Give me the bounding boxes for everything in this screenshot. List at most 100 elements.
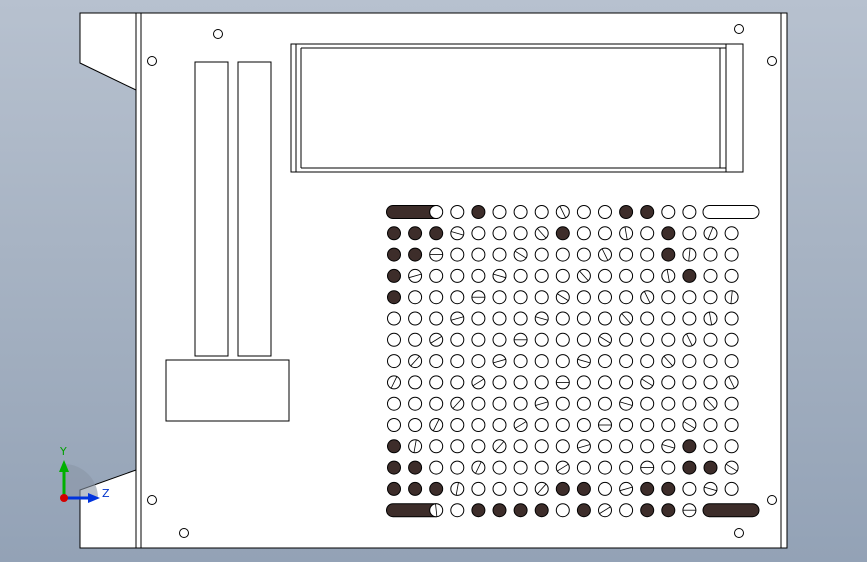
vent-hole — [703, 460, 718, 475]
vent-hole — [640, 268, 655, 283]
vent-hole — [598, 460, 612, 475]
vent-hole — [724, 439, 739, 454]
vent-hole — [682, 226, 697, 241]
vent-hole — [576, 226, 591, 241]
vent-hole-edge — [559, 205, 567, 219]
vent-hole — [555, 481, 570, 496]
vent-hole — [598, 290, 612, 305]
vent-hole — [598, 439, 612, 454]
vent-hole — [598, 205, 612, 219]
screw-hole — [147, 56, 157, 66]
screw-hole — [767, 56, 777, 66]
vent-hole-edge — [730, 290, 733, 304]
vent-hole — [619, 354, 634, 369]
vent-hole — [450, 439, 465, 454]
vent-hole — [703, 247, 718, 262]
vent-hole-edge — [599, 506, 611, 514]
slot-bracket-block — [165, 359, 290, 422]
vent-hole — [534, 205, 549, 219]
vent-hole — [408, 226, 423, 241]
vent-hole — [429, 460, 444, 475]
vent-hole — [513, 375, 528, 390]
vent-hole — [661, 418, 676, 432]
vent-hole — [492, 418, 507, 432]
vent-hole-edge — [577, 444, 591, 449]
vent-hole — [703, 418, 718, 432]
vent-hole-edge — [450, 231, 464, 236]
vent-hole — [408, 290, 423, 305]
vent-hole-edge — [450, 316, 464, 321]
vent-hole — [471, 439, 486, 454]
vent-hole — [471, 503, 486, 518]
vent-hole — [534, 439, 549, 454]
vent-hole — [429, 375, 444, 390]
vent-hole — [450, 503, 465, 518]
vent-hole — [492, 311, 507, 326]
vent-hole-edge — [435, 503, 438, 517]
vent-hole — [576, 460, 591, 475]
vent-hole-grid — [386, 205, 760, 518]
vent-hole — [555, 332, 570, 347]
vent-hole — [450, 247, 465, 262]
vent-hole-edge — [624, 226, 628, 240]
vent-hole — [408, 481, 423, 496]
vent-hole — [619, 503, 634, 518]
vent-hole — [471, 268, 486, 283]
vent-hole-edge — [707, 227, 714, 240]
vent-hole — [387, 460, 401, 475]
vent-hole — [387, 439, 401, 454]
vent-hole — [387, 290, 401, 305]
screw-hole — [734, 528, 744, 538]
expansion-slot-1 — [194, 61, 229, 357]
vent-hole — [682, 460, 697, 475]
vent-hole — [703, 332, 718, 347]
vent-hole — [492, 247, 507, 262]
vent-hole — [703, 268, 718, 283]
vent-hole-edge — [390, 376, 398, 389]
vent-hole — [471, 311, 486, 326]
vent-hole — [387, 247, 401, 262]
vent-hole — [555, 268, 570, 283]
vent-hole — [598, 375, 612, 390]
vent-hole — [576, 290, 591, 305]
vent-hole — [640, 311, 655, 326]
vent-hole-edge — [537, 483, 547, 494]
vent-hole — [534, 332, 549, 347]
vent-hole — [703, 354, 718, 369]
vent-hole — [661, 311, 676, 326]
vent-hole — [640, 332, 655, 347]
vent-hole — [387, 311, 401, 326]
vent-hole-edge — [601, 248, 609, 261]
vent-hole — [450, 290, 465, 305]
vent-hole — [408, 396, 423, 411]
vent-hole — [513, 460, 528, 475]
vent-hole-edge — [430, 336, 442, 344]
vent-hole — [387, 332, 401, 347]
vent-hole — [387, 268, 401, 283]
vent-hole — [513, 205, 528, 219]
vent-hole — [576, 205, 591, 219]
screw-hole — [213, 29, 223, 39]
vent-hole-edge — [455, 482, 459, 496]
vent-hole-edge — [413, 439, 417, 453]
vent-hole — [450, 375, 465, 390]
vent-hole — [387, 396, 401, 411]
expansion-slot-2 — [237, 61, 272, 357]
vent-hole-edge — [688, 248, 691, 262]
vent-hole — [703, 290, 718, 305]
vent-hole — [408, 460, 423, 475]
vent-hole — [450, 354, 465, 369]
vent-hole — [682, 290, 697, 305]
vent-hole — [682, 396, 697, 411]
vent-hole — [534, 290, 549, 305]
vent-hole — [534, 418, 549, 432]
vent-hole — [555, 247, 570, 262]
vent-hole — [492, 481, 507, 496]
vent-hole — [576, 396, 591, 411]
vent-hole — [387, 418, 401, 432]
vent-hole — [682, 481, 697, 496]
vent-hole — [640, 439, 655, 454]
vent-hole — [724, 418, 739, 432]
